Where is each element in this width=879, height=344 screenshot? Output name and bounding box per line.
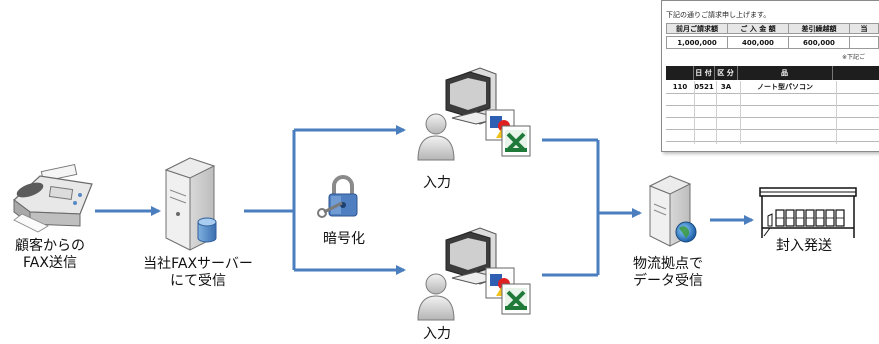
- label-encryption: 暗号化: [323, 231, 365, 247]
- excel-icon: [501, 125, 531, 157]
- invoice-note-2: ※下記ご: [842, 54, 866, 61]
- detail-cell: ノート型パソコン: [757, 83, 813, 91]
- label-shipping: 封入発送: [776, 238, 832, 254]
- col-divider: [716, 81, 717, 144]
- row-divider: [666, 141, 879, 142]
- connector-arrows: [95, 125, 754, 277]
- invoice-summary-values: 1,000,000 400,000 600,000: [666, 36, 879, 49]
- label-line: 当社FAXサーバー: [143, 256, 253, 272]
- label-line: 物流拠点で: [633, 256, 703, 272]
- summary-header-cell: 差引繰越額: [788, 23, 850, 34]
- invoice-preview: 下記の通りご請求申し上げます。 前月ご請求額 ご 入 金 額 差引繰越額 当 1…: [661, 0, 879, 152]
- summary-value-cell: 600,000: [788, 36, 850, 49]
- label-logistics: 物流拠点で データ受信: [618, 256, 718, 290]
- detail-header-cell: 品: [737, 66, 833, 80]
- envelope-stuffing-icon: [759, 187, 857, 238]
- label-customer-fax: 顧客からの FAX送信: [10, 238, 90, 272]
- database-icon: [197, 217, 217, 243]
- row-divider: [666, 93, 879, 94]
- invoice-note: 下記の通りご請求申し上げます。: [666, 11, 771, 19]
- detail-header-cell: [832, 66, 879, 80]
- summary-value-cell: 1,000,000: [666, 36, 728, 49]
- col-divider: [694, 81, 695, 144]
- label-fax-server: 当社FAXサーバー にて受信: [126, 256, 270, 290]
- detail-cell: 0521: [694, 83, 714, 91]
- fax-machine-icon: [13, 163, 93, 233]
- detail-cell: 3A: [720, 83, 732, 91]
- col-divider: [836, 81, 837, 144]
- detail-cell: 110: [672, 83, 688, 91]
- row-divider: [666, 117, 879, 118]
- excel-icon: [501, 283, 531, 315]
- label-line: にて受信: [170, 273, 226, 289]
- summary-header-cell: 当: [849, 23, 879, 34]
- label-input-bottom: 入力: [423, 326, 451, 342]
- detail-header-cell: [666, 66, 694, 80]
- person-icon: [417, 113, 455, 161]
- label-line: データ受信: [633, 273, 703, 289]
- label-input-top: 入力: [423, 175, 451, 191]
- detail-header-cell: 日 付: [693, 66, 715, 80]
- invoice-summary-header: 前月ご請求額 ご 入 金 額 差引繰越額 当: [666, 23, 879, 34]
- col-divider: [740, 81, 741, 144]
- summary-value-cell: [849, 36, 879, 49]
- padlock-icon: [317, 175, 358, 218]
- summary-header-cell: 前月ご請求額: [666, 23, 728, 34]
- web-server-icon: [648, 175, 697, 247]
- row-divider: [666, 129, 879, 130]
- detail-header-cell: 区 分: [714, 66, 738, 80]
- invoice-detail-header: 日 付 区 分 品: [666, 66, 879, 80]
- invoice-detail-row: 110 0521 3A ノート型パソコン: [666, 81, 879, 93]
- person-icon: [417, 273, 455, 321]
- label-line: FAX送信: [23, 255, 77, 271]
- label-line: 顧客からの: [15, 238, 85, 254]
- detail-cell: [832, 81, 879, 93]
- summary-header-cell: ご 入 金 額: [727, 23, 789, 34]
- summary-value-cell: 400,000: [727, 36, 789, 49]
- row-divider: [666, 105, 879, 106]
